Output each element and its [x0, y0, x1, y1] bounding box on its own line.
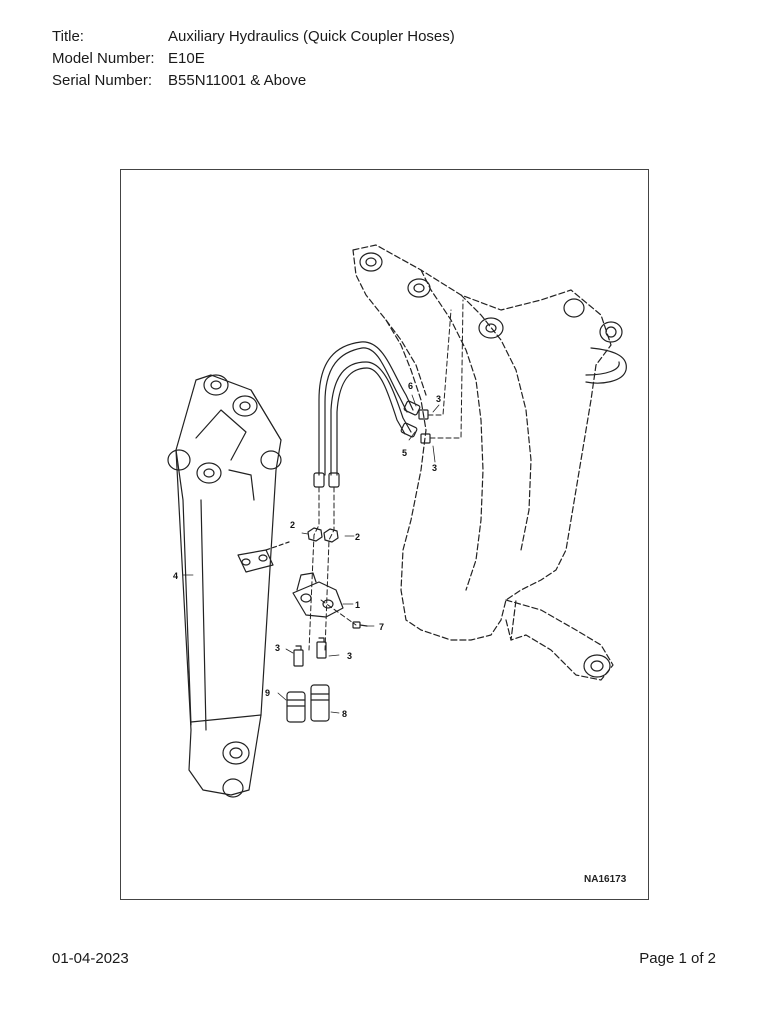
nuts	[307, 527, 339, 543]
callout-3-lower: 3	[432, 463, 437, 473]
callout-4: 4	[173, 571, 178, 581]
footer-date: 01-04-2023	[52, 950, 129, 967]
document-header: Title: Auxiliary Hydraulics (Quick Coupl…	[52, 26, 455, 92]
serial-value: B55N11001 & Above	[168, 72, 307, 89]
footer-page-number: Page 1 of 2	[639, 950, 716, 967]
bolt	[352, 621, 368, 629]
lower-adapters	[293, 637, 327, 667]
model-label: Model Number:	[52, 50, 155, 67]
quick-couplers	[286, 684, 330, 723]
model-row: Model Number: E10E	[52, 48, 455, 70]
title-label: Title:	[52, 28, 84, 45]
callout-2a: 2	[290, 520, 295, 530]
callout-2b: 2	[355, 532, 360, 542]
leader-lines	[182, 394, 440, 714]
drawing-number: NA16173	[584, 874, 627, 885]
callout-labels: 1 2 2 3 3 3 3 4 5 6 7 8 9	[173, 381, 441, 719]
callout-3-right: 3	[347, 651, 352, 661]
callout-6: 6	[408, 381, 413, 391]
title-row: Title: Auxiliary Hydraulics (Quick Coupl…	[52, 26, 455, 48]
callout-9: 9	[265, 688, 270, 698]
assembly-lines	[308, 299, 464, 651]
callout-3-upper: 3	[436, 394, 441, 404]
boom-outline	[352, 244, 612, 641]
serial-row: Serial Number: B55N11001 & Above	[52, 70, 455, 92]
arm-outline	[167, 374, 282, 798]
arm-bracket	[237, 541, 290, 573]
callout-5: 5	[402, 448, 407, 458]
callout-1: 1	[355, 600, 360, 610]
model-value: E10E	[168, 50, 205, 67]
coupler-bracket	[292, 572, 344, 618]
title-value: Auxiliary Hydraulics (Quick Coupler Hose…	[168, 28, 455, 45]
boom-pivot-holes	[359, 252, 627, 678]
exploded-view-drawing: 1 2 2 3 3 3 3 4 5 6 7 8 9	[167, 244, 627, 798]
hydraulic-hoses	[318, 341, 414, 476]
serial-label: Serial Number:	[52, 72, 153, 89]
boom-lower-end	[505, 599, 614, 681]
callout-7: 7	[379, 622, 384, 632]
parts-diagram: 1 2 2 3 3 3 3 4 5 6 7 8 9 NA16173	[120, 169, 649, 900]
callout-8: 8	[342, 709, 347, 719]
callout-3-left: 3	[275, 643, 280, 653]
